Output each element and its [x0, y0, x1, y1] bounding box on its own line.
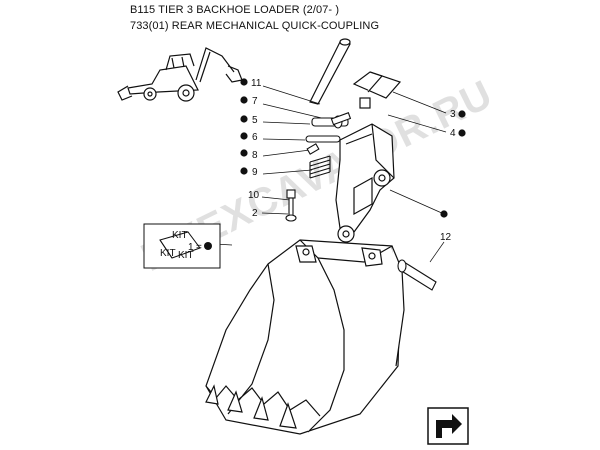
- quick-coupling-lever: [309, 38, 351, 105]
- quick-coupling-body: [335, 123, 395, 243]
- callout-2: 2: [252, 208, 258, 219]
- callout-5: 5: [252, 115, 258, 126]
- page-title: B115 TIER 3 BACKHOE LOADER (2/07- ): [130, 4, 340, 16]
- callout-1: 1: [188, 242, 194, 253]
- callout-3: 3: [450, 109, 456, 120]
- section-title: 733(01) REAR MECHANICAL QUICK-COUPLING: [130, 20, 380, 32]
- callout-11: 11: [251, 78, 262, 89]
- callout-10: 10: [248, 190, 260, 201]
- bolt-part: [285, 189, 297, 222]
- pin-part-12: [397, 259, 437, 291]
- callout-8: 8: [252, 150, 258, 161]
- callout-4: 4: [450, 128, 456, 139]
- kit-box: KIT KIT KIT =: [143, 223, 221, 269]
- callout-9: 9: [252, 167, 258, 178]
- kit-label-right: KIT: [178, 250, 194, 261]
- callout-6: 6: [252, 132, 258, 143]
- kit-label-left: KIT: [160, 248, 176, 259]
- next-page-arrow-icon[interactable]: [427, 407, 469, 445]
- callout-bullets-left: [240, 78, 248, 175]
- kit-bullet: [204, 242, 212, 250]
- spring-part: [309, 155, 331, 179]
- spring-latch-part: [352, 71, 402, 109]
- backhoe-loader-icon: [117, 47, 243, 102]
- pin-parts: [305, 112, 352, 155]
- kit-label-top: KIT: [172, 230, 188, 241]
- callout-bullets-right: [440, 110, 466, 218]
- callout-7: 7: [252, 96, 258, 107]
- kit-equals: =: [196, 242, 202, 253]
- callout-12: 12: [440, 232, 452, 243]
- bucket: [205, 239, 405, 435]
